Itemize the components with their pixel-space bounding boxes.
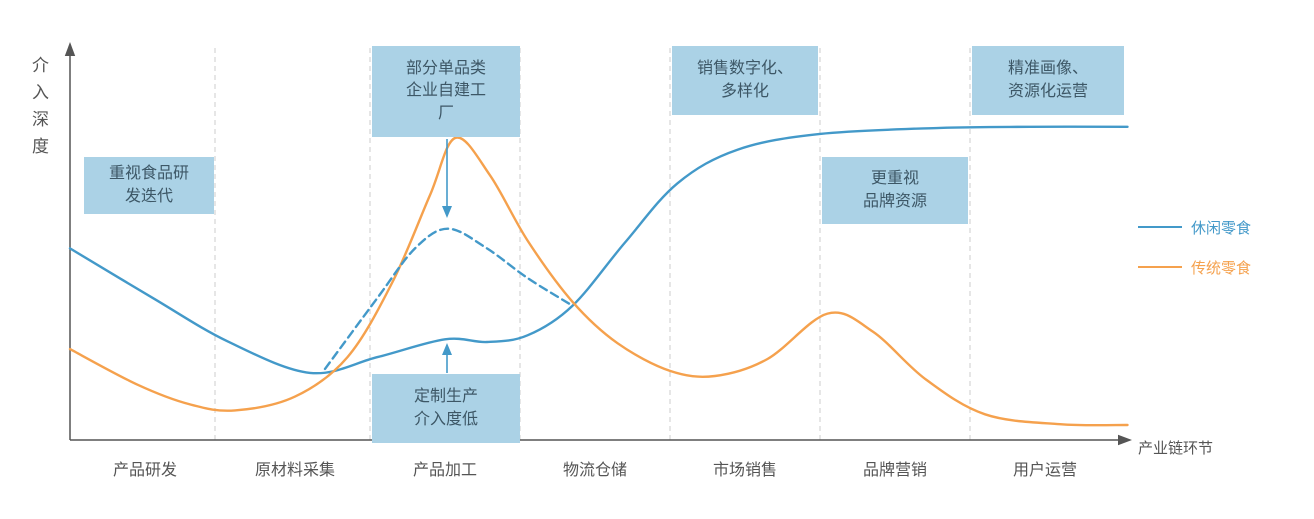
category-label: 市场销售 [712,462,777,479]
legend-line-orange [1138,266,1182,268]
category-label: 原材料采集 [254,462,335,479]
annotation-precise-profiling: 精准画像、 资源化运营 [972,46,1124,115]
annotation-rd-iteration: 重视食品研 发迭代 [84,157,214,214]
category-label: 品牌营销 [862,462,927,479]
legend-line-blue [1138,226,1182,228]
annotation-sales-digitalization: 销售数字化、 多样化 [672,46,818,115]
annotation-custom-production: 定制生产 介入度低 [372,374,520,443]
category-label: 物流仓储 [562,462,627,479]
category-label: 产品研发 [112,462,177,479]
category-label: 用户运营 [1012,462,1077,479]
y-axis-label: 介入深度 [29,56,48,164]
legend-label: 传统零食 [1191,259,1252,277]
annotation-self-built-factory: 部分单品类 企业自建工 厂 [372,46,520,137]
legend-label: 休闲零食 [1191,219,1252,237]
legend-item-leisure-snacks: 休闲零食 [1138,215,1251,239]
category-label: 产品加工 [412,462,477,479]
legend: 休闲零食 传统零食 [1138,215,1251,295]
legend-item-traditional-snacks: 传统零食 [1138,255,1251,279]
x-axis-label: 产业链环节 [1138,440,1214,457]
x-axis-category-labels: 产品研发 原材料采集 产品加工 物流仓储 市场销售 品牌营销 用户运营 [70,456,1120,480]
annotation-brand-resources: 更重视 品牌资源 [822,157,968,224]
